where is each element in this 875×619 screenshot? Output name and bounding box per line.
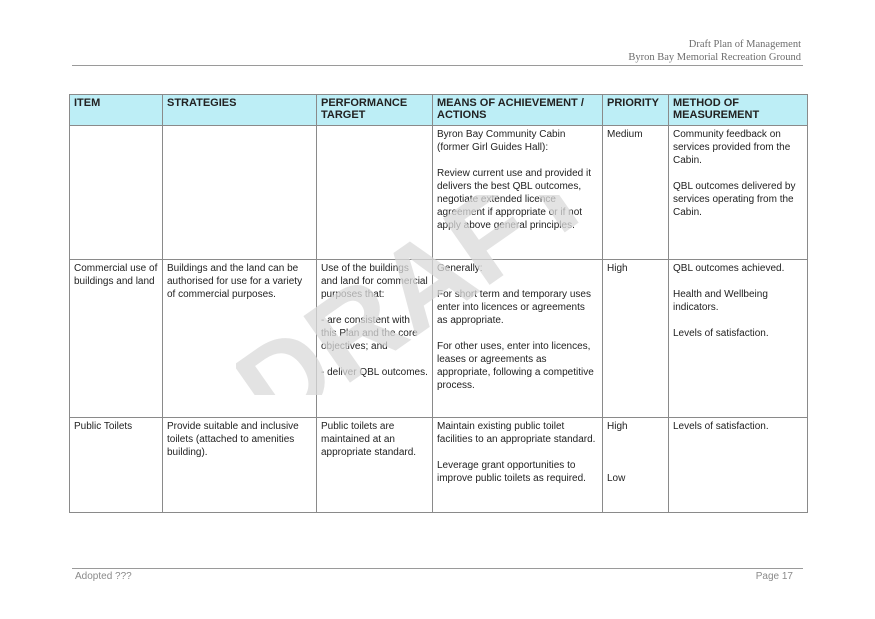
cell-priority: High <box>602 259 669 418</box>
cell-target: Public toilets are maintained at an appr… <box>316 417 433 513</box>
cell-means: Generally: For short term and temporary … <box>432 259 603 418</box>
target-text: Use of the buildings and land for commer… <box>321 263 428 300</box>
header-subtitle: Byron Bay Memorial Recreation Ground <box>628 52 801 63</box>
measurement-text: Levels of satisfaction. <box>673 421 769 432</box>
column-header-item: ITEM <box>69 94 163 126</box>
table-row: Public Toilets Provide suitable and incl… <box>69 417 808 513</box>
footer-divider <box>72 568 803 569</box>
cell-target: Use of the buildings and land for commer… <box>316 259 433 418</box>
measurement-text: Community feedback on services provided … <box>673 129 791 166</box>
cell-priority: Medium <box>602 125 669 260</box>
measurement-text: QBL outcomes delivered by services opera… <box>673 181 796 218</box>
cell-measurement: Community feedback on services provided … <box>668 125 808 260</box>
adoption-status: Adopted ??? <box>75 571 132 582</box>
means-text: Review current use and provided it deliv… <box>437 168 591 231</box>
table-row: Commercial use of buildings and land Bui… <box>69 259 808 418</box>
column-header-measurement: METHOD OF MEASUREMENT <box>668 94 808 126</box>
plan-table: ITEM STRATEGIES PERFORMANCE TARGET MEANS… <box>69 94 808 513</box>
cell-item: Public Toilets <box>69 417 163 513</box>
column-header-priority: PRIORITY <box>602 94 669 126</box>
table-header-row: ITEM STRATEGIES PERFORMANCE TARGET MEANS… <box>69 94 808 126</box>
cell-measurement: QBL outcomes achieved. Health and Wellbe… <box>668 259 808 418</box>
column-header-performance-target: PERFORMANCE TARGET <box>316 94 433 126</box>
means-text: Maintain existing public toilet faciliti… <box>437 421 596 445</box>
cell-measurement: Levels of satisfaction. <box>668 417 808 513</box>
means-text: Byron Bay Community Cabin (former Girl G… <box>437 129 566 153</box>
measurement-text: QBL outcomes achieved. <box>673 263 785 274</box>
header-divider <box>72 65 803 66</box>
cell-target <box>316 125 433 260</box>
cell-strategies: Provide suitable and inclusive toilets (… <box>162 417 317 513</box>
cell-strategies <box>162 125 317 260</box>
table-row: Byron Bay Community Cabin (former Girl G… <box>69 125 808 260</box>
priority-text: Low <box>607 473 626 484</box>
priority-text: High <box>607 263 628 274</box>
cell-means: Maintain existing public toilet faciliti… <box>432 417 603 513</box>
means-text: Generally: <box>437 263 483 274</box>
column-header-means: MEANS OF ACHIEVEMENT / ACTIONS <box>432 94 603 126</box>
target-text: Public toilets are maintained at an appr… <box>321 421 417 458</box>
document-header: Draft Plan of Management Byron Bay Memor… <box>628 38 801 64</box>
column-header-strategies: STRATEGIES <box>162 94 317 126</box>
cell-strategies: Buildings and the land can be authorised… <box>162 259 317 418</box>
priority-text: Medium <box>607 129 643 140</box>
cell-item <box>69 125 163 260</box>
target-text: - deliver QBL outcomes. <box>321 367 428 378</box>
means-text: For other uses, enter into licences, lea… <box>437 341 594 391</box>
cell-item: Commercial use of buildings and land <box>69 259 163 418</box>
means-text: For short term and temporary uses enter … <box>437 289 591 326</box>
cell-means: Byron Bay Community Cabin (former Girl G… <box>432 125 603 260</box>
priority-text: High <box>607 421 628 432</box>
measurement-text: Levels of satisfaction. <box>673 328 769 339</box>
means-text: Leverage grant opportunities to improve … <box>437 460 586 484</box>
measurement-text: Health and Wellbeing indicators. <box>673 289 768 313</box>
page-number: Page 17 <box>755 571 793 582</box>
header-title: Draft Plan of Management <box>688 39 801 50</box>
target-text: - are consistent with this Plan and the … <box>321 315 418 352</box>
cell-priority: High Low <box>602 417 669 513</box>
